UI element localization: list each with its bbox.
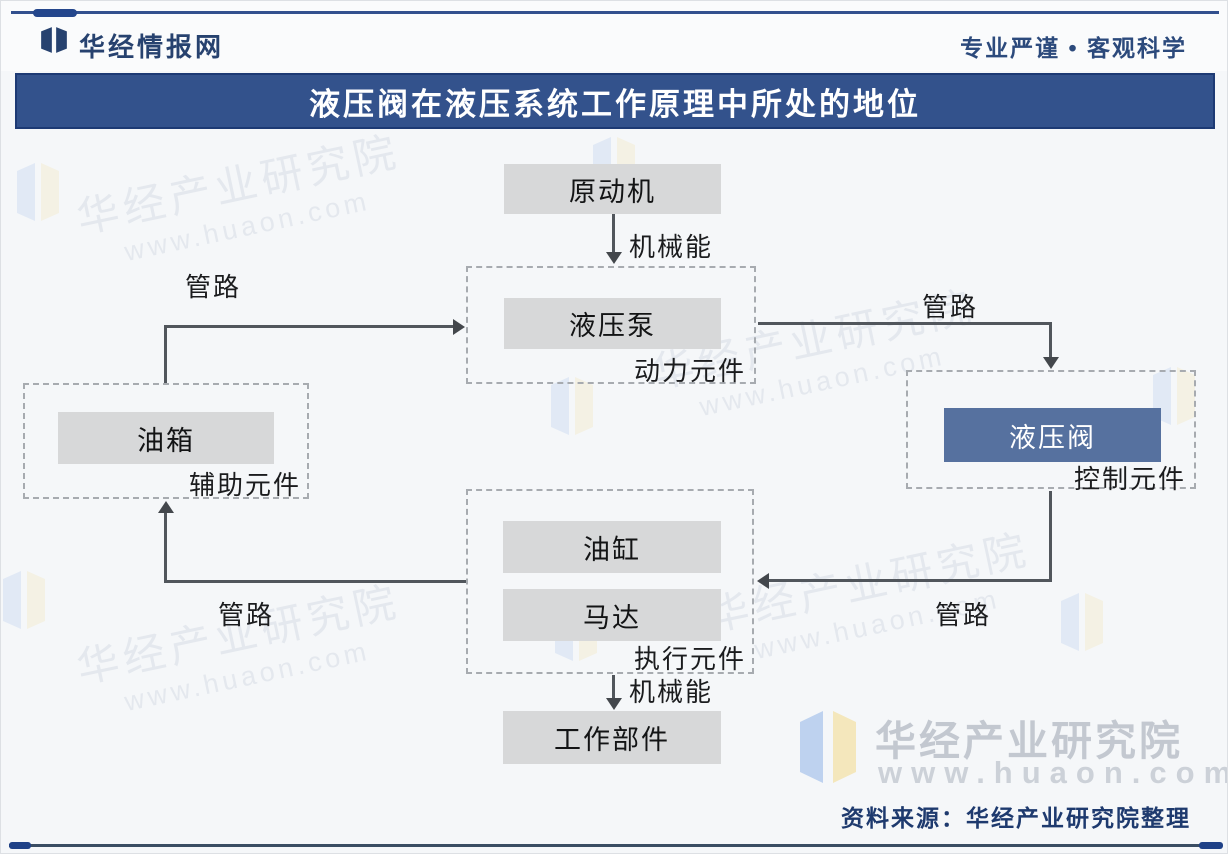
group-label-actuator: 执行元件 <box>633 644 746 674</box>
connector-actuator-to-work <box>612 675 615 699</box>
huaon-logo-icon <box>17 163 59 221</box>
node-tank: 油箱 <box>58 412 274 464</box>
arrowhead-down-icon <box>606 252 622 264</box>
group-control-dashed-box <box>906 370 1196 489</box>
bottom-rule-accent-left <box>9 842 31 849</box>
edge-label-pipeline: 管路 <box>218 600 275 630</box>
brand-logo-icon <box>41 27 67 53</box>
edge-label-pipeline: 管路 <box>935 600 992 630</box>
watermark-company-name: 华经产业研究院 <box>875 718 1183 764</box>
connector-prime-to-pump <box>612 214 615 253</box>
arrowhead-right-icon <box>453 319 465 335</box>
arrowhead-down-icon <box>1043 357 1059 369</box>
bottom-rule <box>9 844 1221 847</box>
page-title: 液压阀在液压系统工作原理中所处的地位 <box>15 73 1215 129</box>
header-slogan: 专业严谨 • 客观科学 <box>960 35 1187 61</box>
brand-name: 华经情报网 <box>79 32 225 62</box>
connector-tank-to-pump-vertical <box>164 325 167 383</box>
huaon-logo-icon <box>1061 593 1103 651</box>
connector-pump-to-valve-vertical <box>1049 322 1052 358</box>
group-auxiliary-dashed-box <box>23 383 309 499</box>
edge-label-pipeline: 管路 <box>922 292 979 322</box>
connector-tank-to-pump-horizontal <box>164 325 454 328</box>
edge-label-mechanical-energy: 机械能 <box>629 232 714 262</box>
connector-valve-to-actuator-vertical <box>1049 491 1052 582</box>
edge-label-mechanical-energy: 机械能 <box>629 677 714 707</box>
connector-pump-to-valve-horizontal <box>758 322 1052 325</box>
group-label-control: 控制元件 <box>1073 464 1186 494</box>
connector-valve-to-actuator-horizontal <box>769 579 1052 582</box>
arrowhead-up-icon <box>158 501 174 513</box>
huaon-logo-icon <box>800 711 856 783</box>
node-motor: 马达 <box>503 589 721 641</box>
connector-actuator-to-tank-horizontal <box>164 580 466 583</box>
node-prime-mover: 原动机 <box>504 164 721 214</box>
group-power-dashed-box <box>466 266 756 384</box>
node-pump: 液压泵 <box>504 298 721 349</box>
huaon-logo-icon <box>551 377 593 435</box>
background-watermark: 华经产业研究院 www.huaon.com <box>55 565 426 730</box>
arrowhead-left-icon <box>757 573 769 589</box>
group-label-auxiliary: 辅助元件 <box>188 470 301 500</box>
node-work-part: 工作部件 <box>503 711 721 764</box>
node-cylinder: 油缸 <box>503 521 721 573</box>
huaon-logo-icon <box>3 571 45 629</box>
data-source-note: 资料来源：华经产业研究院整理 <box>841 805 1191 831</box>
bottom-rule-accent-right <box>1199 842 1223 849</box>
background-watermark: 华经产业研究院 www.huaon.com <box>55 115 426 280</box>
connector-actuator-to-tank-vertical <box>164 513 167 580</box>
node-valve: 液压阀 <box>944 408 1161 462</box>
top-rule-accent <box>33 9 77 17</box>
group-label-power: 动力元件 <box>633 356 746 386</box>
group-actuator-dashed-box <box>466 489 754 674</box>
arrowhead-down-icon <box>606 698 622 710</box>
edge-label-pipeline: 管路 <box>185 272 242 302</box>
watermark-company-url: www.huaon.com <box>878 755 1228 790</box>
top-rule <box>11 11 1219 14</box>
